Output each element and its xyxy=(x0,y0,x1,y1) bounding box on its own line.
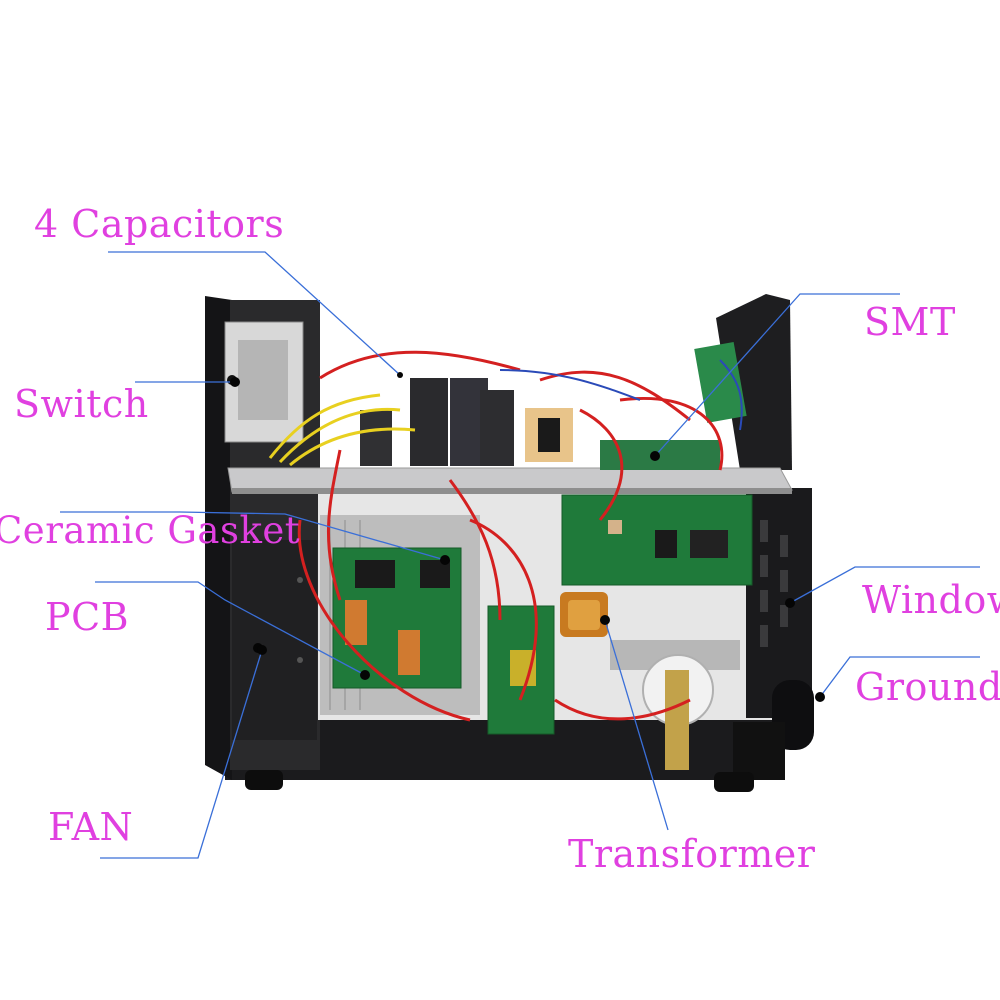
smt-leader xyxy=(654,293,900,457)
label-switch: Switch xyxy=(14,382,149,426)
label-smt: SMT xyxy=(864,300,956,344)
fan-housing xyxy=(232,540,317,740)
vent-window xyxy=(746,488,812,718)
ground-leader xyxy=(819,656,980,698)
ceramic-gasket-leader xyxy=(60,511,446,561)
label-ceramic-gasket: Ceramic Gasket xyxy=(0,509,301,552)
label-window: Window xyxy=(862,578,1000,622)
vent-slots xyxy=(760,520,788,647)
output-terminal xyxy=(610,640,740,770)
aux-pcb xyxy=(487,605,555,735)
foot-right xyxy=(714,772,754,792)
fan-leader xyxy=(100,649,263,859)
label-ground: Ground xyxy=(855,665,1000,709)
foot-left xyxy=(245,770,283,790)
blue-wiring xyxy=(499,359,743,431)
label-pcb: PCB xyxy=(45,595,130,639)
capacitor-bank xyxy=(360,378,573,466)
yellow-wiring xyxy=(268,393,416,467)
label-transformer: Transformer xyxy=(568,832,816,876)
front-panel xyxy=(716,294,792,470)
transformer-coil xyxy=(560,592,608,637)
capacitors-leader xyxy=(108,251,401,376)
label-fan: FAN xyxy=(48,805,134,849)
pcb-leader xyxy=(95,581,366,676)
window-leader xyxy=(789,566,980,604)
welder-machine-photo xyxy=(205,294,814,792)
transformer-leader xyxy=(604,619,669,831)
leader-lines xyxy=(60,251,980,859)
label-4-capacitors: 4 Capacitors xyxy=(34,202,285,246)
leader-dots xyxy=(230,372,825,702)
